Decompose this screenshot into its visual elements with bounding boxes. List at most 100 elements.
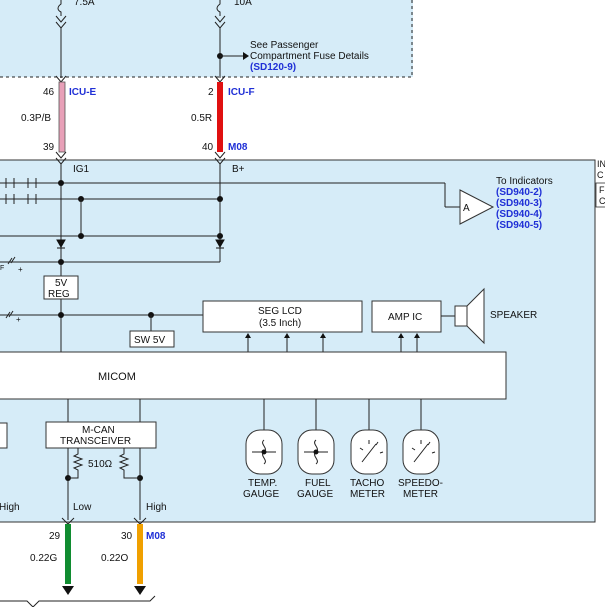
zener-icon <box>5 310 14 319</box>
gauge2-line2: GAUGE <box>297 489 333 500</box>
gauge4-line1: SPEEDO- <box>398 478 443 489</box>
plus-mark: + <box>16 315 21 324</box>
resistor-label: 510Ω <box>88 459 113 470</box>
wire-orange <box>137 524 143 584</box>
junction-dot <box>313 449 319 455</box>
wire-red <box>217 82 223 152</box>
ind-ref-3[interactable]: (SD940-4) <box>496 209 542 220</box>
can-left-high: High <box>0 502 20 513</box>
fuse-box-border <box>0 0 413 78</box>
sw5v-block <box>129 330 175 348</box>
arrow-down-icon <box>62 586 146 595</box>
fuse-left-symbol <box>57 0 62 16</box>
junction-dot <box>217 196 223 202</box>
junction-dot <box>78 233 84 239</box>
see-text-1: See Passenger <box>250 40 319 51</box>
can-lines <box>67 448 141 520</box>
contact-icon <box>5 178 37 204</box>
speedo-meter-icon <box>402 429 440 475</box>
see-ref-link[interactable]: (SD120-9) <box>250 62 296 73</box>
ind-ref-1[interactable]: (SD940-2) <box>496 187 542 198</box>
junction-dot <box>58 312 64 318</box>
junction-dot <box>261 449 267 455</box>
zener-icon <box>7 256 16 265</box>
wire-0.22g: 0.22G <box>30 553 57 564</box>
junction-dot <box>217 233 223 239</box>
pin-2: 2 <box>208 87 214 98</box>
ind-ref-2[interactable]: (SD940-3) <box>496 198 542 209</box>
mcan-links <box>67 399 141 422</box>
m08-top-label: M08 <box>228 142 248 153</box>
mcan-line1: M-CAN <box>82 425 115 436</box>
gauge3-line2: METER <box>350 489 385 500</box>
bottom-bracket <box>0 595 156 607</box>
bplus-label: B+ <box>232 164 245 175</box>
pin-30: 30 <box>121 531 133 542</box>
junction-dot <box>58 259 64 265</box>
speaker-icon <box>454 287 485 345</box>
pin-46: 46 <box>43 87 55 98</box>
resistor-right-icon <box>118 448 140 479</box>
wire-0.22o: 0.22O <box>101 553 128 564</box>
amp-a-triangle <box>459 189 495 225</box>
micom-label: MICOM <box>98 371 136 383</box>
wire-green <box>65 524 71 584</box>
ind-ref-4[interactable]: (SD940-5) <box>496 220 542 231</box>
gauge1-line2: GAUGE <box>243 489 279 500</box>
micom-block <box>0 351 507 400</box>
wire-0.3pb: 0.3P/B <box>21 113 51 124</box>
resistor-left-icon <box>68 448 84 479</box>
fuse-right-rating: 10A <box>234 0 252 8</box>
tacho-needle <box>359 440 384 463</box>
edge-text-1: IN <box>597 159 605 169</box>
fuse-left-rating: 7.5A <box>74 0 95 8</box>
wire-0.5r: 0.5R <box>191 113 212 124</box>
junction-dot <box>58 180 64 186</box>
sw5v-label: SW 5V <box>134 335 165 346</box>
amp-a-label: A <box>463 203 470 214</box>
gauge-links <box>263 399 422 430</box>
diode-icon <box>56 239 66 249</box>
reg-line2: REG <box>48 289 70 300</box>
tacho-meter-icon <box>350 429 388 475</box>
edge-text-3: F <box>599 185 605 195</box>
m08-bottom-label: M08 <box>146 531 166 542</box>
amp-ic-label: AMP IC <box>388 312 422 323</box>
can-high: High <box>146 502 167 513</box>
icu-e-label: ICU-E <box>69 87 97 98</box>
arrow-up-icon <box>398 333 420 338</box>
reg-block <box>43 275 79 300</box>
cluster-body-panel <box>0 159 596 523</box>
can-low: Low <box>73 502 92 513</box>
gauge1-line1: TEMP. <box>248 478 277 489</box>
pin-40: 40 <box>202 142 214 153</box>
ig1-label: IG1 <box>73 164 90 175</box>
gauge4-line2: METER <box>403 489 438 500</box>
fuse-box-panel <box>0 0 413 77</box>
gauge2-line1: FUEL <box>305 478 331 489</box>
icu-f-label: ICU-F <box>228 87 255 98</box>
pin-39: 39 <box>43 142 55 153</box>
diode-icon <box>215 239 225 249</box>
seg-lcd-line2: (3.5 Inch) <box>259 318 301 329</box>
left-partial-block <box>0 422 8 449</box>
seg-lcd-line1: SEG LCD <box>258 306 302 317</box>
arrow-up-icon <box>245 333 326 338</box>
plus-mark: + <box>18 265 23 274</box>
pin-29: 29 <box>49 531 61 542</box>
mcan-block <box>45 421 157 449</box>
edge-box <box>595 182 605 208</box>
speaker-label: SPEAKER <box>490 310 537 321</box>
reg-line1: 5V <box>55 278 68 289</box>
edge-text-2: C <box>597 170 604 180</box>
speedo-needle <box>411 440 436 463</box>
f-mark: F <box>0 265 4 272</box>
see-text-2: Compartment Fuse Details <box>250 51 369 62</box>
gauge3-line1: TACHO <box>350 478 384 489</box>
wire-pink <box>58 81 66 153</box>
seg-lcd-block <box>202 300 363 333</box>
mcan-line2: TRANSCEIVER <box>60 436 131 447</box>
indicators-label: To Indicators <box>496 176 553 187</box>
fuse-right-symbol <box>216 0 221 16</box>
